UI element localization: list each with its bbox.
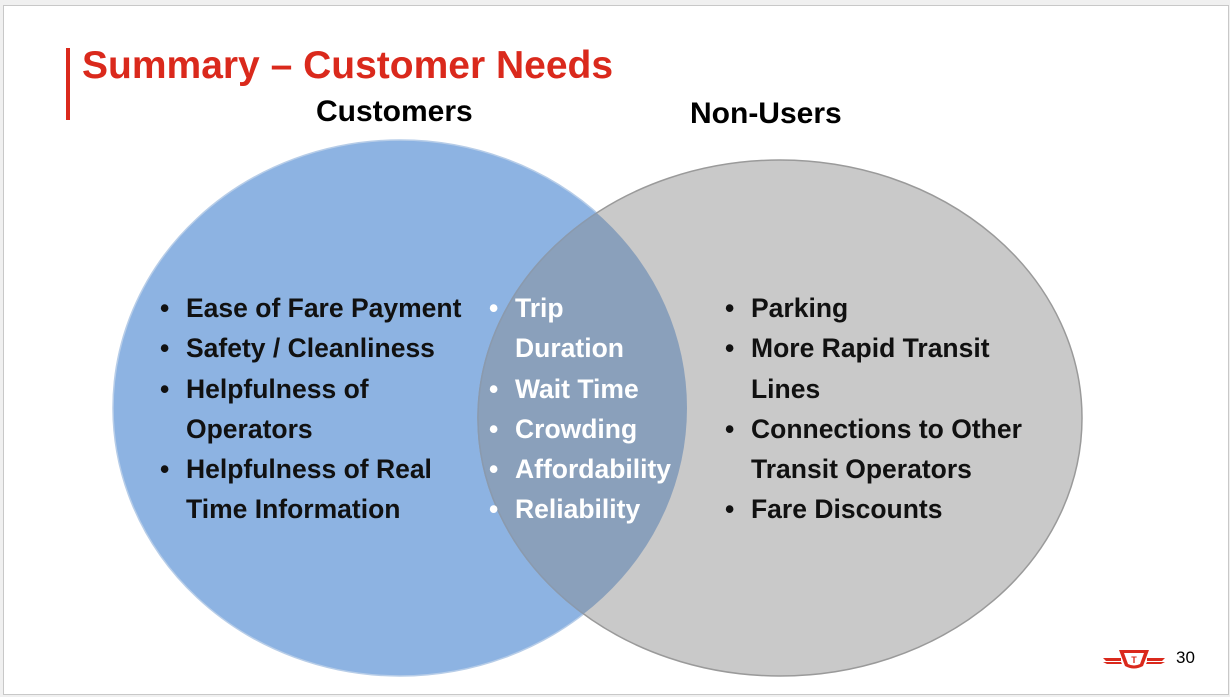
list-item: Helpfulness of Operators	[158, 369, 461, 450]
customers-list: Ease of Fare Payment Safety / Cleanlines…	[158, 288, 461, 530]
list-item: Crowding	[487, 409, 671, 450]
title-accent-bar	[66, 48, 70, 120]
item-line: Operators	[186, 413, 313, 444]
list-item: Reliability	[487, 489, 671, 530]
svg-text:T: T	[1131, 655, 1137, 665]
list-item: Ease of Fare Payment	[158, 288, 461, 329]
page-number: 30	[1176, 648, 1195, 667]
customers-heading: Customers	[316, 95, 473, 128]
item-line: Connections to Other	[751, 413, 1022, 444]
item-line: Transit Operators	[751, 454, 972, 485]
list-item: Wait Time	[487, 369, 671, 410]
item-line: Trip	[515, 293, 564, 323]
item-line: Lines	[751, 373, 821, 404]
item-line: More Rapid Transit	[751, 333, 990, 364]
ttc-logo-icon: T	[1103, 650, 1165, 669]
list-item: Fare Discounts	[723, 489, 1022, 530]
list-item: Affordability	[487, 449, 671, 490]
item-line: Duration	[515, 333, 624, 364]
slide-title: Summary – Customer Needs	[82, 44, 614, 87]
item-line: Helpfulness of Real	[186, 454, 432, 485]
list-item: Safety / Cleanliness	[158, 328, 461, 369]
non-users-heading: Non-Users	[690, 97, 842, 130]
item-line: Helpfulness of	[186, 373, 369, 404]
item-line: Time Information	[186, 494, 401, 525]
list-item: Parking	[723, 288, 1022, 329]
